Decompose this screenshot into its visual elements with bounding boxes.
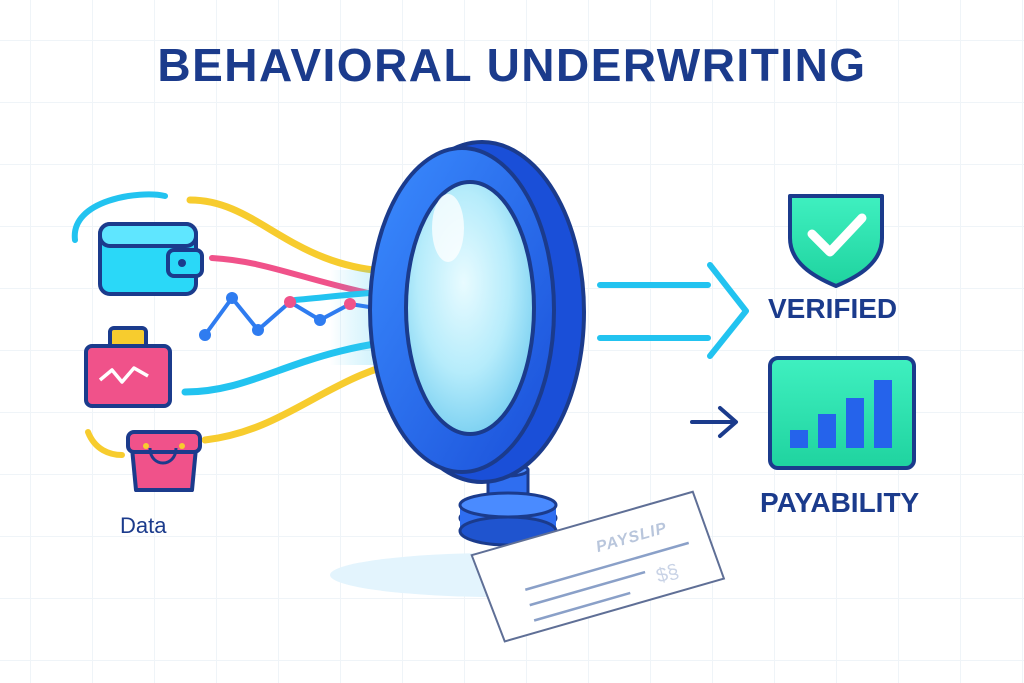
swoosh-top (71, 191, 168, 243)
trace-point (314, 314, 326, 326)
trace-point (199, 329, 211, 341)
arrow-to-payability (690, 406, 738, 438)
verified-label: VERIFIED (768, 293, 898, 324)
shield-check-icon (788, 194, 884, 288)
trace-point (252, 324, 264, 336)
output-arrows (597, 262, 749, 438)
trace-point (344, 298, 356, 310)
page-title: BEHAVIORAL UNDERWRITING (157, 39, 867, 91)
wallet-icon (98, 222, 204, 296)
data-label: Data (120, 513, 167, 538)
payslip-document: PAYSLIP $§ (470, 490, 726, 643)
trace-point (226, 292, 238, 304)
arrow-to-verified (597, 262, 749, 359)
stream-yellow-top (186, 196, 404, 276)
swoosh-bottom (85, 429, 125, 458)
briefcase-icon (84, 326, 172, 408)
shopping-bag-icon (126, 430, 202, 492)
magnifying-glass-icon (368, 140, 586, 547)
payability-label: PAYABILITY (760, 487, 920, 518)
bar-chart-icon (768, 356, 916, 470)
trace-point (284, 296, 296, 308)
